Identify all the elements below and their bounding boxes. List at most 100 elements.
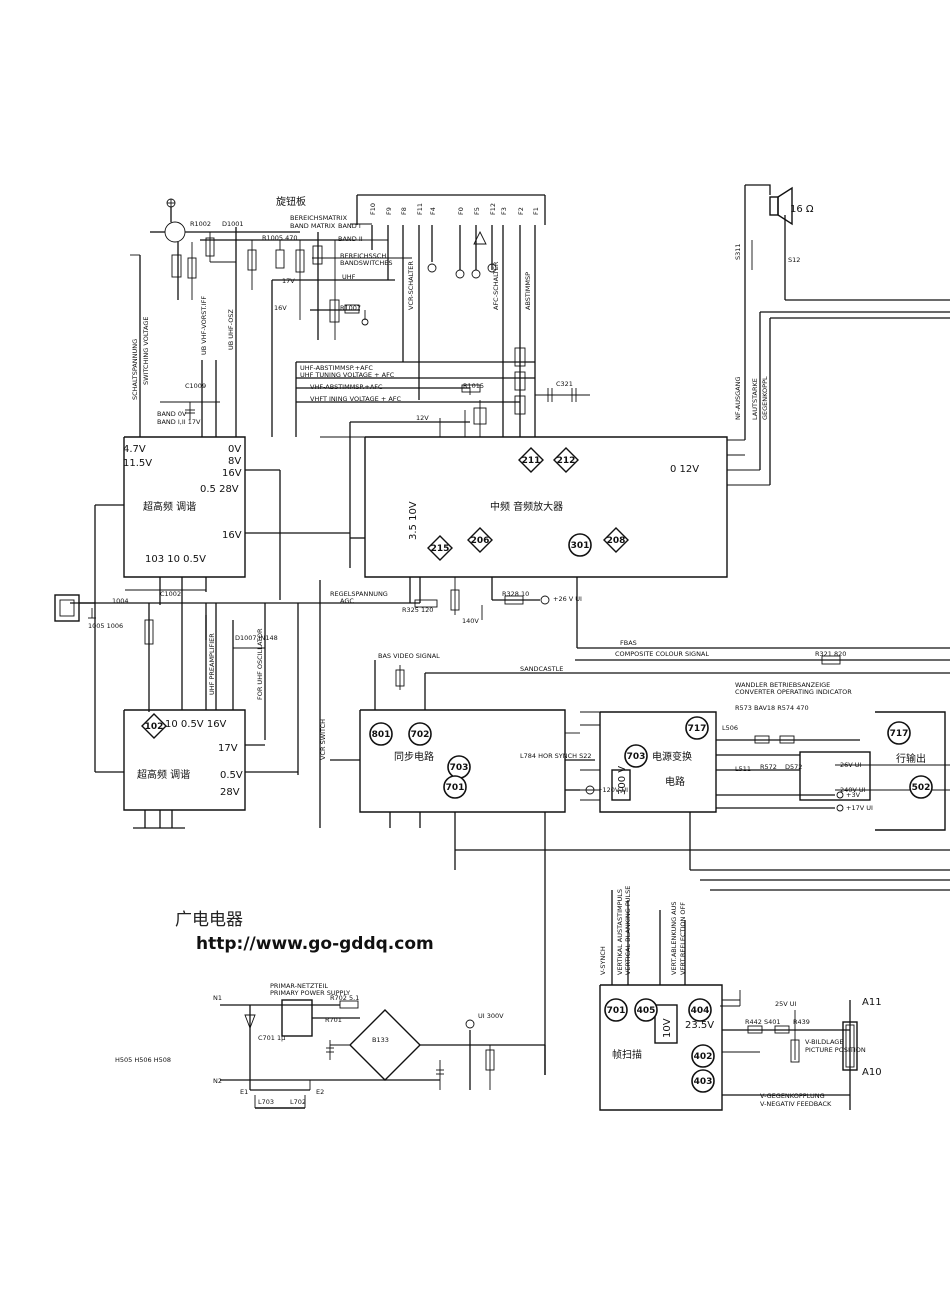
speaker-pin1: S311 [734,243,742,260]
band-voltage-label-2: BAND I,II 17V [157,418,201,426]
h505-label: H505 H506 H508 [115,1056,171,1064]
connector-pin-label: F5 [473,207,481,215]
converter-en: CONVERTER OPERATING INDICATOR [735,688,852,696]
preamp-label: UB VHF-VORST.IFF [200,296,208,355]
speaker-pin2: S12 [788,256,800,264]
test-point-label: 717 [890,729,909,739]
v12-label: 12V [416,414,429,422]
speaker-area [727,184,950,486]
band-switch-en: BANDSWITCHES [340,259,393,267]
connector-pin-label: F4 [429,207,437,215]
bas-video-label: BAS VIDEO SIGNAL [378,652,440,660]
test-point-circle [691,1044,715,1068]
test-point-label: 703 [627,752,646,762]
band-matrix-de: BEREICHSMATRIX [290,214,348,222]
v-0-5-28: 0.5 28V [200,484,239,495]
field-scan-label: 帧扫描 [612,1048,642,1061]
connector-pin-label: F12 [489,203,497,215]
r16v-label: 16V [274,304,287,312]
antenna-socket [54,594,96,622]
uhf-tuning-label: UHF-ABSTIMMSP.+AFC [300,364,373,372]
r1007-label: R1007 [340,304,361,312]
r439-label: R439 [793,1018,810,1026]
vcr-switch-lower-label: VCR SWITCH [319,719,327,760]
preamp-lower-label: UHF PREAMPLIFIER [208,633,216,695]
r573-label: R573 BAV18 R574 470 [735,704,809,712]
af-output-label: NF-AUSGANG [734,376,742,420]
r321-label: R321 820 [815,650,846,658]
labels: 旋钮板 BEREICHSMATRIX BAND MATRIX BEREICHSS… [88,195,926,1108]
v-synch-label: V-SYNCH [599,946,607,975]
volume-label: LAUTSTARKE [751,378,759,420]
uhf-label: UHF [342,273,356,281]
v-140: 140V [462,617,479,625]
r325-label: R325 120 [402,606,433,614]
sync-label: 同步电路 [394,750,434,763]
v-25-ui: 25V UI [775,1000,797,1008]
afc-switch-label: AFC-SCHALTER [492,261,500,310]
band-1: BAND I [338,222,361,230]
c1009-label: C1009 [185,382,206,390]
rotary-panel-label: 旋钮板 [276,195,306,208]
r1005-label: R1005 470 [262,234,298,242]
test-point-label: 405 [637,1006,656,1016]
vert-defl-en-label: VERT.REFLECTION OFF [679,902,687,975]
a11-label: A11 [862,997,882,1008]
e2-label: E2 [316,1088,324,1096]
v-3-5-10: 3.5 10V [408,501,419,540]
v-feedback-en: V-NEGATIV FEEDBACK [760,1100,832,1108]
signal-diamond [603,527,629,553]
oscillator-lower-label: FOR UHF OSCILLATOR [256,628,264,700]
vert-blank-en-label: VERTICAL BLANKING PULSE [624,886,632,975]
r701-label: R701 [325,1016,342,1024]
test-point-circle [604,998,628,1022]
test-point-circle [688,998,712,1022]
v-28: 28V [220,787,240,798]
vcr-switch-label: VCR-SCHALTER [407,261,415,310]
c321-label: C321 [556,380,573,388]
test-point-label: 701 [446,783,465,793]
v-0: 0V [228,444,241,455]
test-point-label: 403 [694,1077,713,1087]
v-ui-300: UI 300V [478,1012,504,1020]
vhf-tuning-label: VHF-ABSTIMMSP.+AFC [310,383,383,391]
r17v-label: 17V [282,277,295,285]
v-0-5: 0.5V [220,770,243,781]
test-point-label: 402 [694,1052,713,1062]
l506-label: L506 [722,724,738,732]
test-point-circle [369,722,393,746]
primary-power-supply [220,999,546,1109]
test-point-circle [691,1069,715,1093]
test-point-circle [909,775,933,799]
v-3: +3V [846,791,861,799]
signal-diamond [141,713,167,739]
v-10-05-16: 10 0.5V 16V [165,719,227,730]
d572-label: D572 [785,763,802,771]
picture-pos-en: PICTURE POSITION [805,1046,866,1054]
watermark: 广电电器 http://www.go-gddq.com [175,910,434,954]
line-output-block [875,711,946,831]
feedback-label: GEGENKOPPL [761,376,769,420]
if-amp-block [320,436,728,578]
d1005-label: 1005 1006 [88,622,123,630]
switching-voltage-label: SCHALTSPANNUNG [131,339,139,400]
agc-wires [70,577,950,775]
v-11-5: 11.5V [123,458,152,469]
n1-label: N1 [213,994,222,1002]
upper-tuner-label: 超高频 调谐 [143,500,196,513]
connector-pin-label: F2 [517,207,525,215]
fbas-label: FBAS [620,639,637,647]
v-300: 300 V [617,766,628,795]
v-26-ui: +26 V UI [553,595,582,603]
r1002-label: R1002 [190,220,211,228]
test-point-circle [443,775,467,799]
v-16a: 16V [222,468,242,479]
power-converter-block [544,711,950,1075]
v-16b: 16V [222,530,242,541]
d1007-label: D1007 IN148 [235,634,278,642]
upper-tuner-block [94,436,350,608]
l702-label: L702 [290,1098,306,1106]
signal-diamond [518,447,544,473]
bridge-label: B133 [372,1036,389,1044]
